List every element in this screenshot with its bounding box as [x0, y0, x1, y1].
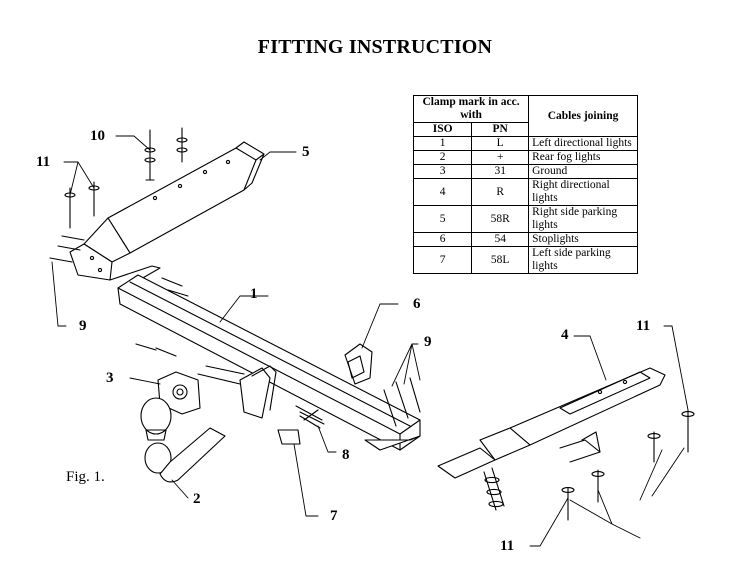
label-part-7: 7	[330, 508, 338, 524]
label-part-10: 10	[90, 128, 105, 144]
leader-lines	[51, 135, 689, 547]
pn-cell: 58R	[471, 205, 530, 233]
left-bracket-part-5	[69, 141, 265, 291]
label-part-3: 3	[106, 370, 114, 386]
label-part-11-left: 11	[36, 154, 51, 170]
header-clamp: Clamp mark in acc. with	[412, 95, 530, 123]
label-part-1: 1	[250, 286, 258, 302]
table-row: 2 + Rear fog lights	[412, 150, 638, 165]
header-pn: PN	[471, 122, 530, 137]
table-row: 3 31 Ground	[412, 164, 638, 179]
desc-cell: Rear fog lights	[528, 150, 638, 165]
desc-cell: Right directional lights	[528, 178, 638, 206]
label-part-2: 2	[193, 491, 201, 507]
label-part-8: 8	[342, 447, 350, 463]
figure-caption: Fig. 1.	[66, 469, 105, 485]
table-row: 5 58R Right side parking lights	[412, 205, 638, 233]
desc-cell: Right side parking lights	[528, 205, 638, 233]
desc-cell: Left side parking lights	[528, 246, 638, 274]
page-title: FITTING INSTRUCTION	[257, 36, 493, 58]
cross-beam-part-1	[117, 274, 421, 451]
label-part-9-left: 9	[79, 318, 87, 334]
socket-plate-part-6	[344, 343, 373, 385]
table-row: 7 58L Left side parking lights	[412, 246, 638, 274]
tow-ball-part-2	[140, 397, 226, 483]
iso-cell: 5	[412, 205, 473, 233]
label-part-11-right: 11	[636, 318, 651, 334]
iso-cell: 7	[412, 246, 473, 274]
pn-cell: 58L	[471, 246, 530, 274]
right-bracket-part-4	[437, 367, 666, 479]
label-part-9-right: 9	[424, 334, 432, 350]
label-part-11-bottom: 11	[500, 538, 515, 554]
label-part-4: 4	[561, 327, 569, 343]
cables-table: Clamp mark in acc. with Cables joining I…	[412, 95, 638, 274]
bolts-and-nuts	[49, 127, 695, 521]
side-plates-part-8	[239, 365, 325, 445]
table-row: 4 R Right directional lights	[412, 178, 638, 206]
label-part-6: 6	[413, 296, 421, 312]
label-part-5: 5	[302, 144, 310, 160]
desc-cell: Ground	[528, 164, 638, 179]
